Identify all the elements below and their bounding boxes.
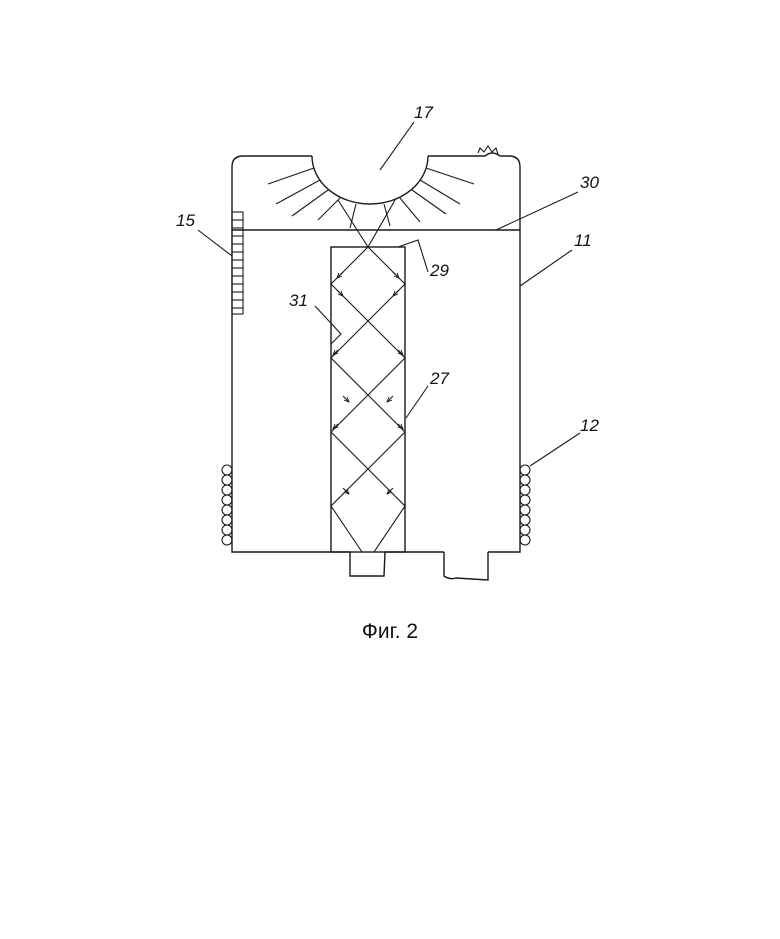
outlet-left xyxy=(350,552,385,576)
coil-right xyxy=(520,465,530,545)
outlet-right xyxy=(444,552,488,580)
light-guide-27 xyxy=(331,247,405,552)
light-source-dome xyxy=(312,156,428,204)
leader-lines xyxy=(198,122,580,466)
label-29: 29 xyxy=(429,261,449,280)
label-27: 27 xyxy=(429,369,449,388)
label-11: 11 xyxy=(574,231,592,250)
label-12: 12 xyxy=(580,416,599,435)
element-29 xyxy=(398,240,428,272)
label-17: 17 xyxy=(414,103,433,122)
side-grille-15 xyxy=(232,212,243,314)
housing-outline xyxy=(232,153,520,552)
coil-left xyxy=(222,465,232,545)
element-31 xyxy=(315,306,341,344)
label-31: 31 xyxy=(289,291,308,310)
radiation-rays xyxy=(268,168,474,228)
figure-caption: Фиг. 2 xyxy=(362,620,418,643)
label-30: 30 xyxy=(580,173,599,192)
label-15: 15 xyxy=(176,211,195,230)
path-arrows xyxy=(333,272,403,494)
light-paths xyxy=(331,200,405,552)
